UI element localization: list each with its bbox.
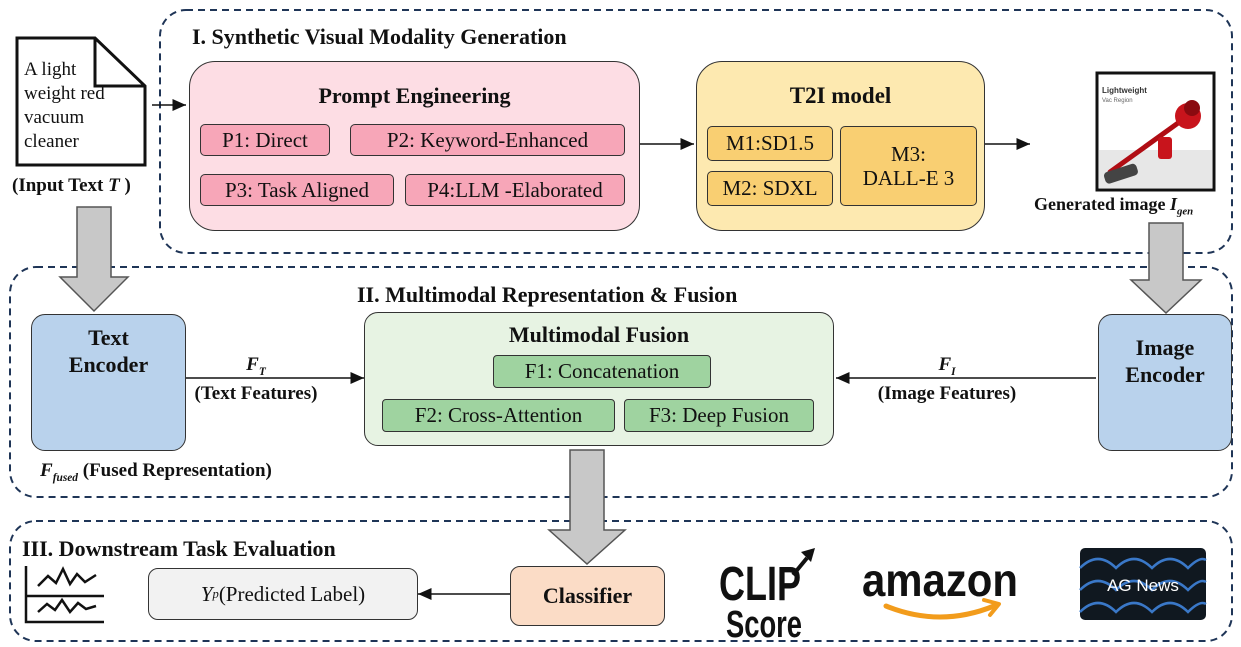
prompt-engineering-title: Prompt Engineering [318, 83, 511, 108]
input-text-content: A light weight red vacuum cleaner [24, 58, 142, 154]
section-1-border [159, 9, 1233, 254]
big-arrow-image-to-image-encoder [1129, 222, 1203, 315]
image-encoder-title: Image Encoder [1125, 335, 1205, 387]
big-arrow-input-to-text-encoder [58, 206, 130, 313]
generated-image-label: Generated image Igen [1034, 194, 1194, 218]
big-arrow-fusion-to-classifier [547, 449, 627, 566]
prompt-p1-direct: P1: Direct [200, 124, 330, 156]
text-encoder-box [31, 314, 186, 451]
generated-image [1095, 71, 1216, 192]
generated-image-caption-2: Vac Region [1102, 98, 1133, 104]
t2i-model-title: T2I model [789, 83, 892, 108]
fusion-f1-concatenation: F1: Concatenation [493, 355, 711, 388]
fusion-f3-deep-fusion: F3: Deep Fusion [624, 399, 814, 432]
text-encoder-title: Text Encoder [68, 325, 149, 377]
ag-news-logo-text: AG News [1107, 576, 1179, 595]
generated-image-caption-1: Lightweight [1102, 86, 1147, 95]
document-icon [15, 36, 147, 167]
section-1-title: I. Synthetic Visual Modality Generation [192, 24, 567, 49]
input-text-label: (Input Text T ) [12, 175, 131, 196]
section-2-title: II. Multimodal Representation & Fusion [357, 282, 738, 307]
section-3-title: III. Downstream Task Evaluation [22, 536, 336, 561]
image-features-label: FI (Image Features) [877, 354, 1017, 404]
ag-news-logo: AG News [1079, 548, 1207, 620]
fused-representation-label: Ffused (Fused Representation) [40, 460, 272, 484]
text-features-label: FT (Text Features) [194, 354, 318, 404]
section-2-border [9, 266, 1233, 498]
classifier-box: Classifier [510, 566, 665, 626]
input-text-line: weight red [24, 83, 105, 104]
input-text-line: cleaner [24, 131, 79, 152]
t2i-m1-sd15: M1:SD1.5 [707, 126, 833, 161]
prompt-p3-task-aligned: P3: Task Aligned [200, 174, 394, 206]
amazon-logo: amazon [862, 554, 1018, 620]
line-chart-icon [24, 566, 104, 624]
multimodal-fusion-title: Multimodal Fusion [508, 322, 690, 347]
score-logo-text: Score [726, 604, 802, 646]
input-text-line: A light [24, 59, 77, 80]
fusion-f2-cross-attention: F2: Cross-Attention [382, 399, 615, 432]
image-encoder-box [1098, 314, 1232, 451]
prompt-p4-llm-elaborated: P4:LLM -Elaborated [405, 174, 625, 206]
clip-logo-text: CLIP [719, 558, 801, 611]
t2i-m3-dalle3: M3: DALL-E 3 [840, 126, 977, 206]
amazon-logo-text: amazon [862, 554, 1018, 606]
clip-score-logo: CLIP Score [719, 548, 815, 646]
t2i-m2-sdxl: M2: SDXL [707, 171, 833, 206]
prompt-p2-keyword-enhanced: P2: Keyword-Enhanced [350, 124, 625, 156]
input-text-line: vacuum [24, 107, 85, 128]
